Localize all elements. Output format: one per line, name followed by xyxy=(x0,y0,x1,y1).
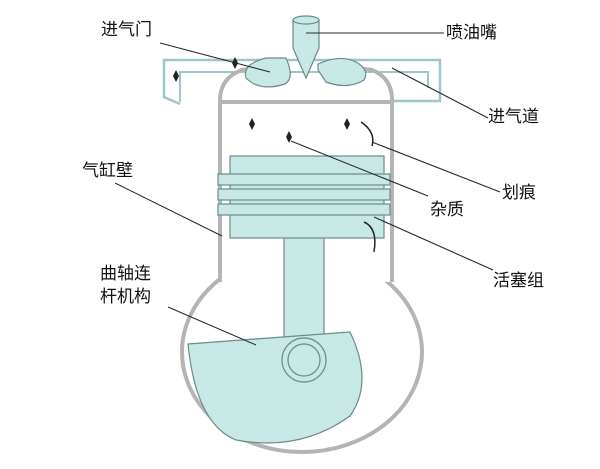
leader-piston-group xyxy=(373,216,494,271)
particle-3 xyxy=(249,118,255,130)
piston-ring-1 xyxy=(217,173,391,186)
intake-valve-right xyxy=(317,57,367,87)
particle-5 xyxy=(344,118,350,130)
leader-impurity xyxy=(290,140,429,197)
piston-ring-2 xyxy=(217,188,391,201)
leader-scratch xyxy=(371,141,501,193)
particle-4 xyxy=(286,131,292,143)
scratch-mark-lower xyxy=(363,221,376,253)
label-scratch: 划痕 xyxy=(502,183,536,203)
crank-pin-inner xyxy=(287,343,321,377)
leader-cylinder-wall xyxy=(114,182,223,237)
label-cylinder-wall: 气缸壁 xyxy=(82,161,133,181)
label-impurity: 杂质 xyxy=(430,200,464,220)
leader-crank-mechanism xyxy=(167,306,257,346)
label-injector: 喷油嘴 xyxy=(446,23,497,43)
piston-ring-3 xyxy=(217,203,391,216)
leader-intake-valve xyxy=(159,42,271,73)
label-crank-mechanism: 曲轴连 杆机构 xyxy=(100,264,151,307)
injector-top xyxy=(292,15,320,25)
scratch-mark-upper xyxy=(360,121,374,147)
cylinder-wall xyxy=(218,64,394,280)
intake-valve-left xyxy=(244,57,291,88)
fuel-injector xyxy=(292,19,320,80)
leader-intake-port xyxy=(391,67,489,119)
label-intake-port: 进气道 xyxy=(488,107,539,127)
label-intake-valve: 进气门 xyxy=(101,20,152,40)
label-piston-group: 活塞组 xyxy=(493,271,544,291)
crank-pin xyxy=(281,337,327,383)
impurity-particles xyxy=(173,57,350,143)
particle-2 xyxy=(173,70,179,82)
leader-lines xyxy=(114,32,501,346)
